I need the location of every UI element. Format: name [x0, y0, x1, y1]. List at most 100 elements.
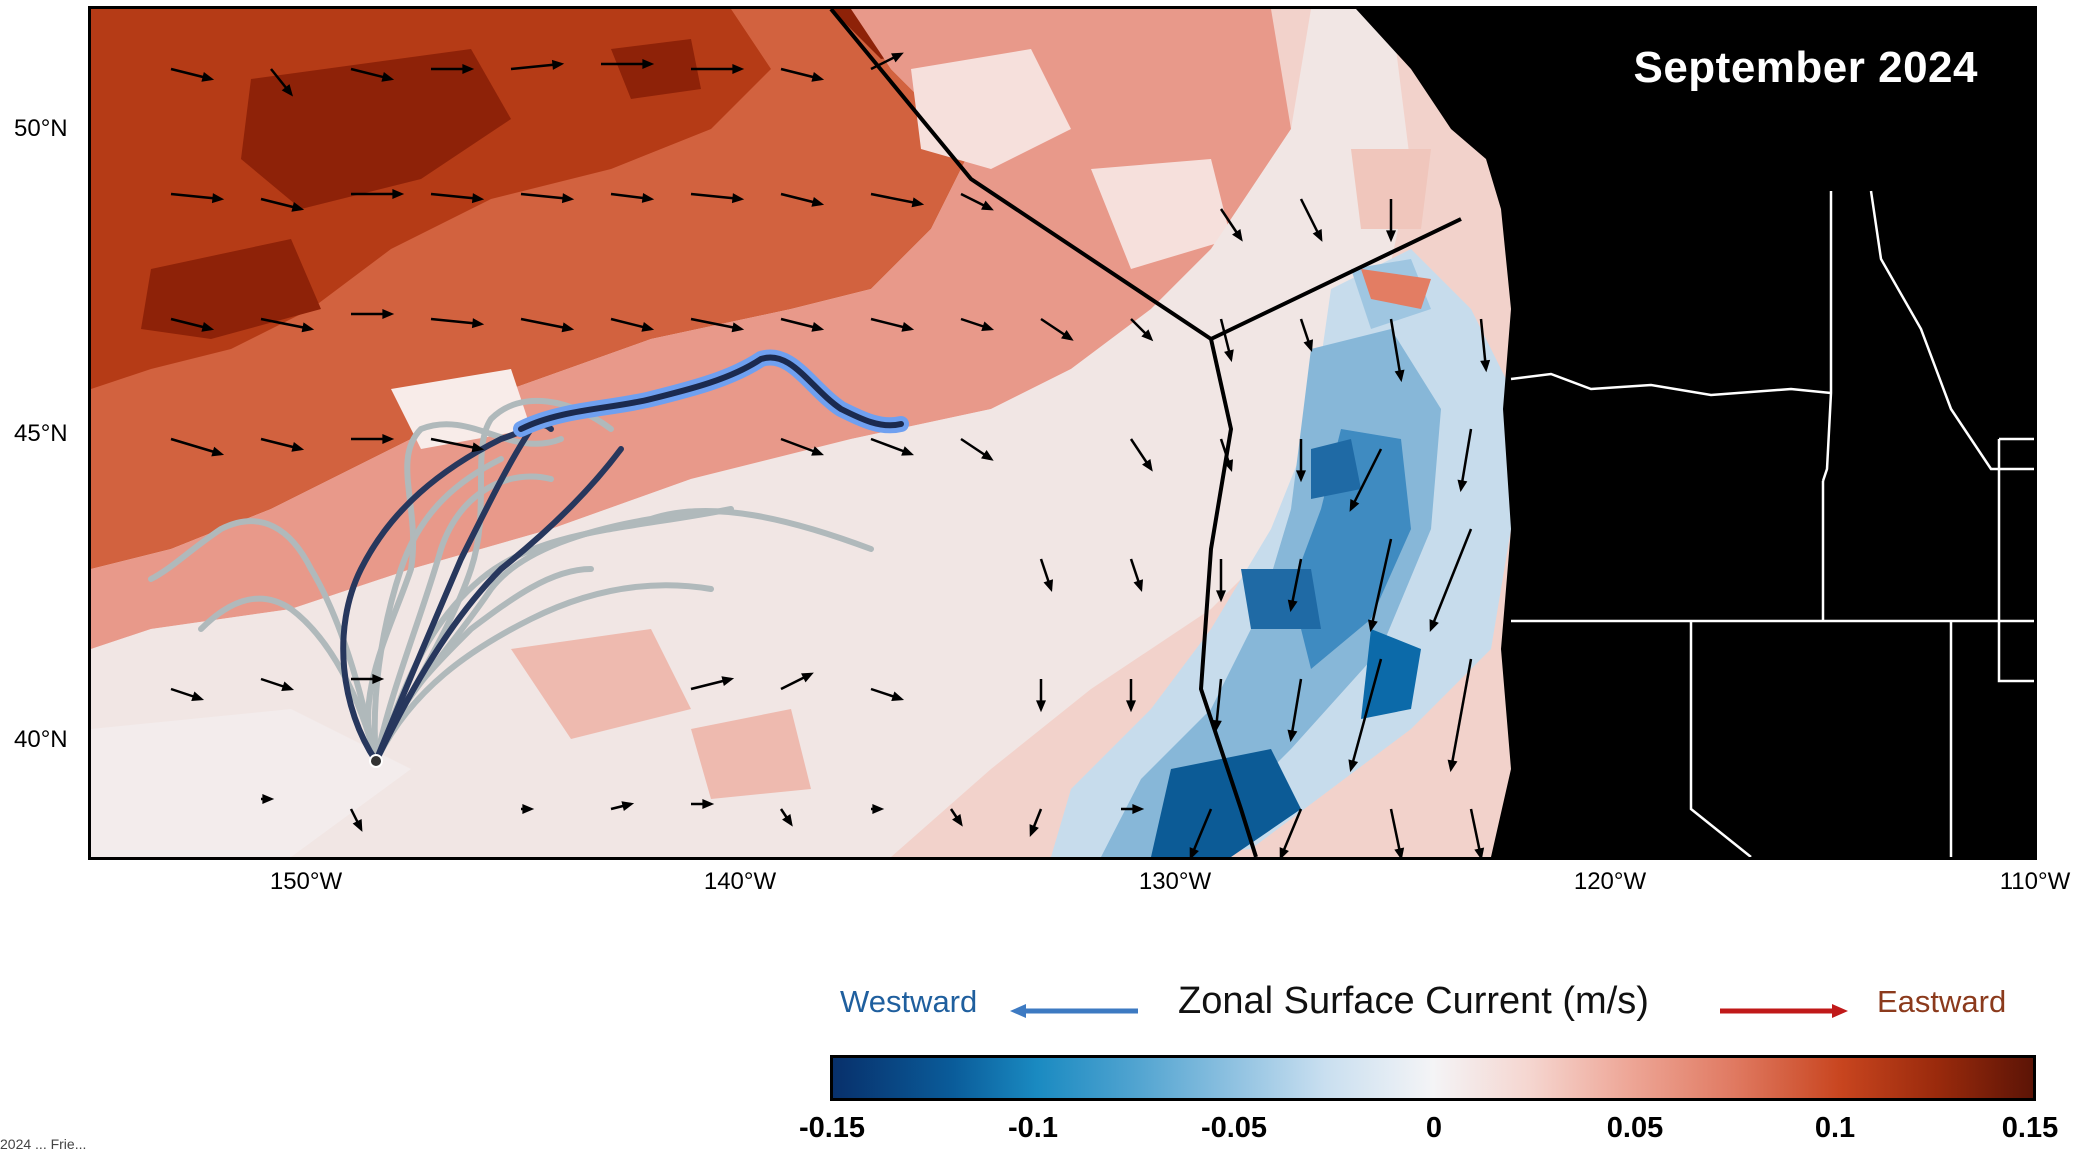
vector-arrowhead [471, 318, 485, 329]
vector-arrowhead [561, 322, 575, 333]
vector-arrowhead [1287, 729, 1298, 743]
vector-arrowhead [381, 72, 395, 82]
land-mass [1356, 9, 2034, 857]
vector-arrowhead [1142, 459, 1153, 472]
vector-arrowhead [522, 803, 535, 815]
vector-arrowhead [191, 691, 205, 702]
vector-arrowhead [462, 63, 475, 75]
vector-arrowhead [382, 308, 395, 320]
lat-label-40: 40°N [14, 726, 68, 753]
vector-arrowhead [1312, 229, 1323, 242]
colorbar-tick: 0.05 [1606, 1112, 1664, 1144]
lon-label-140: 140°W [703, 868, 777, 895]
map-title: September 2024 [1633, 43, 1978, 92]
colorbar-tick: -0.1 [1008, 1112, 1058, 1144]
lon-label-130: 130°W [1138, 868, 1212, 895]
vector-arrowhead [281, 681, 295, 692]
vector-arrowhead [811, 197, 825, 207]
vector-arrowhead [201, 322, 215, 332]
vector-arrowhead [1349, 499, 1360, 512]
vector-arrowhead [1287, 599, 1298, 613]
vector-arrowhead [551, 59, 565, 70]
vector-arrowhead [642, 58, 655, 70]
vector-arrowhead [801, 672, 814, 683]
vector-arrowhead [1279, 847, 1289, 857]
vector-arrowhead [1348, 759, 1359, 773]
colorbar-tick: -0.05 [1200, 1112, 1268, 1144]
vector-arrowhead [1480, 359, 1491, 373]
colorbar-tick: -0.15 [798, 1112, 866, 1144]
vector-arrowhead [641, 192, 655, 203]
drifter-start-point [369, 754, 383, 768]
vector-arrowhead [352, 819, 363, 832]
current-contours [91, 9, 1511, 857]
vector-arrowhead [1132, 803, 1145, 815]
vector-arrowhead [1211, 719, 1222, 733]
vector-arrowhead [901, 446, 915, 456]
vector-arrowhead [392, 188, 405, 200]
vector-arrowhead [1457, 479, 1468, 493]
vector-arrowhead [732, 63, 745, 75]
vector-arrowhead [641, 322, 655, 332]
vector-arrowhead [811, 446, 825, 456]
vector-arrowhead [281, 84, 294, 97]
lon-label-150: 150°W [269, 868, 343, 895]
state-borders [1510, 190, 2034, 857]
colorbar-tick: 0.1 [1814, 1112, 1856, 1144]
map-canvas [91, 9, 2034, 857]
vector-arrowhead [1224, 349, 1234, 363]
vector-arrowhead [1429, 619, 1439, 632]
vector-arrowhead [1223, 459, 1234, 473]
vector-arrowhead [721, 676, 735, 686]
vector-arrowhead [872, 803, 885, 815]
lon-label-110: 110°W [1999, 868, 2071, 895]
westward-arrow-icon [1010, 1004, 1138, 1018]
vector-arrowhead [1303, 339, 1314, 353]
vector-arrowhead [471, 193, 485, 204]
vector-arrowhead [1367, 619, 1378, 633]
legend-title: Zonal Surface Current (m/s) [1178, 980, 1649, 1022]
vector-arrowhead [891, 52, 904, 63]
vector-arrowhead [731, 322, 745, 333]
eastward-arrow-icon [1720, 1004, 1848, 1018]
vector-arrowhead [1141, 329, 1154, 342]
vector-arrowhead [1474, 847, 1485, 857]
vector-arrowhead [1447, 759, 1458, 773]
vector-arrowhead [291, 442, 305, 452]
vector-arrowhead [782, 814, 793, 827]
vector-arrowhead [211, 446, 225, 457]
boundary-lines [829, 9, 1462, 857]
vector-arrowhead [731, 193, 745, 204]
vector-arrowhead [471, 442, 485, 453]
vector-arrowhead [901, 322, 915, 332]
vector-arrowhead [1125, 700, 1137, 713]
vector-arrowhead [1189, 847, 1199, 857]
lon-label-120: 120°W [1573, 868, 1647, 895]
colorbar-tick: 0 [1425, 1112, 1443, 1144]
westward-label: Westward [840, 984, 978, 1019]
vector-arrowhead [1394, 369, 1405, 383]
vector-arrowhead [1295, 470, 1307, 483]
vector-arrowhead [811, 322, 825, 332]
map-panel: September 2024 [88, 6, 2037, 860]
grey-drifter-tracks [148, 397, 874, 764]
vector-arrowhead [1232, 229, 1243, 242]
vector-arrowhead [211, 193, 225, 204]
vector-arrowhead [382, 433, 395, 445]
vector-arrowhead [1043, 579, 1054, 593]
image-credit: 2024 ... Frie... [0, 1136, 87, 1152]
colorbar [830, 1055, 2036, 1101]
eastward-label: Eastward [1877, 984, 2007, 1019]
current-vectors [170, 52, 1491, 857]
colorbar-tick: 0.15 [2001, 1112, 2059, 1144]
vector-arrowhead [1133, 579, 1144, 593]
vector-arrowhead [372, 673, 385, 685]
lat-label-50: 50°N [14, 115, 68, 142]
legend-header: Westward Zonal Surface Current (m/s) Eas… [830, 980, 2030, 1034]
vector-arrowhead [1215, 590, 1227, 603]
vector-arrowhead [981, 200, 994, 211]
vector-arrowhead [981, 450, 994, 461]
vector-arrowhead [981, 321, 995, 332]
vector-arrowhead [561, 193, 575, 204]
vector-arrowhead [891, 691, 905, 702]
